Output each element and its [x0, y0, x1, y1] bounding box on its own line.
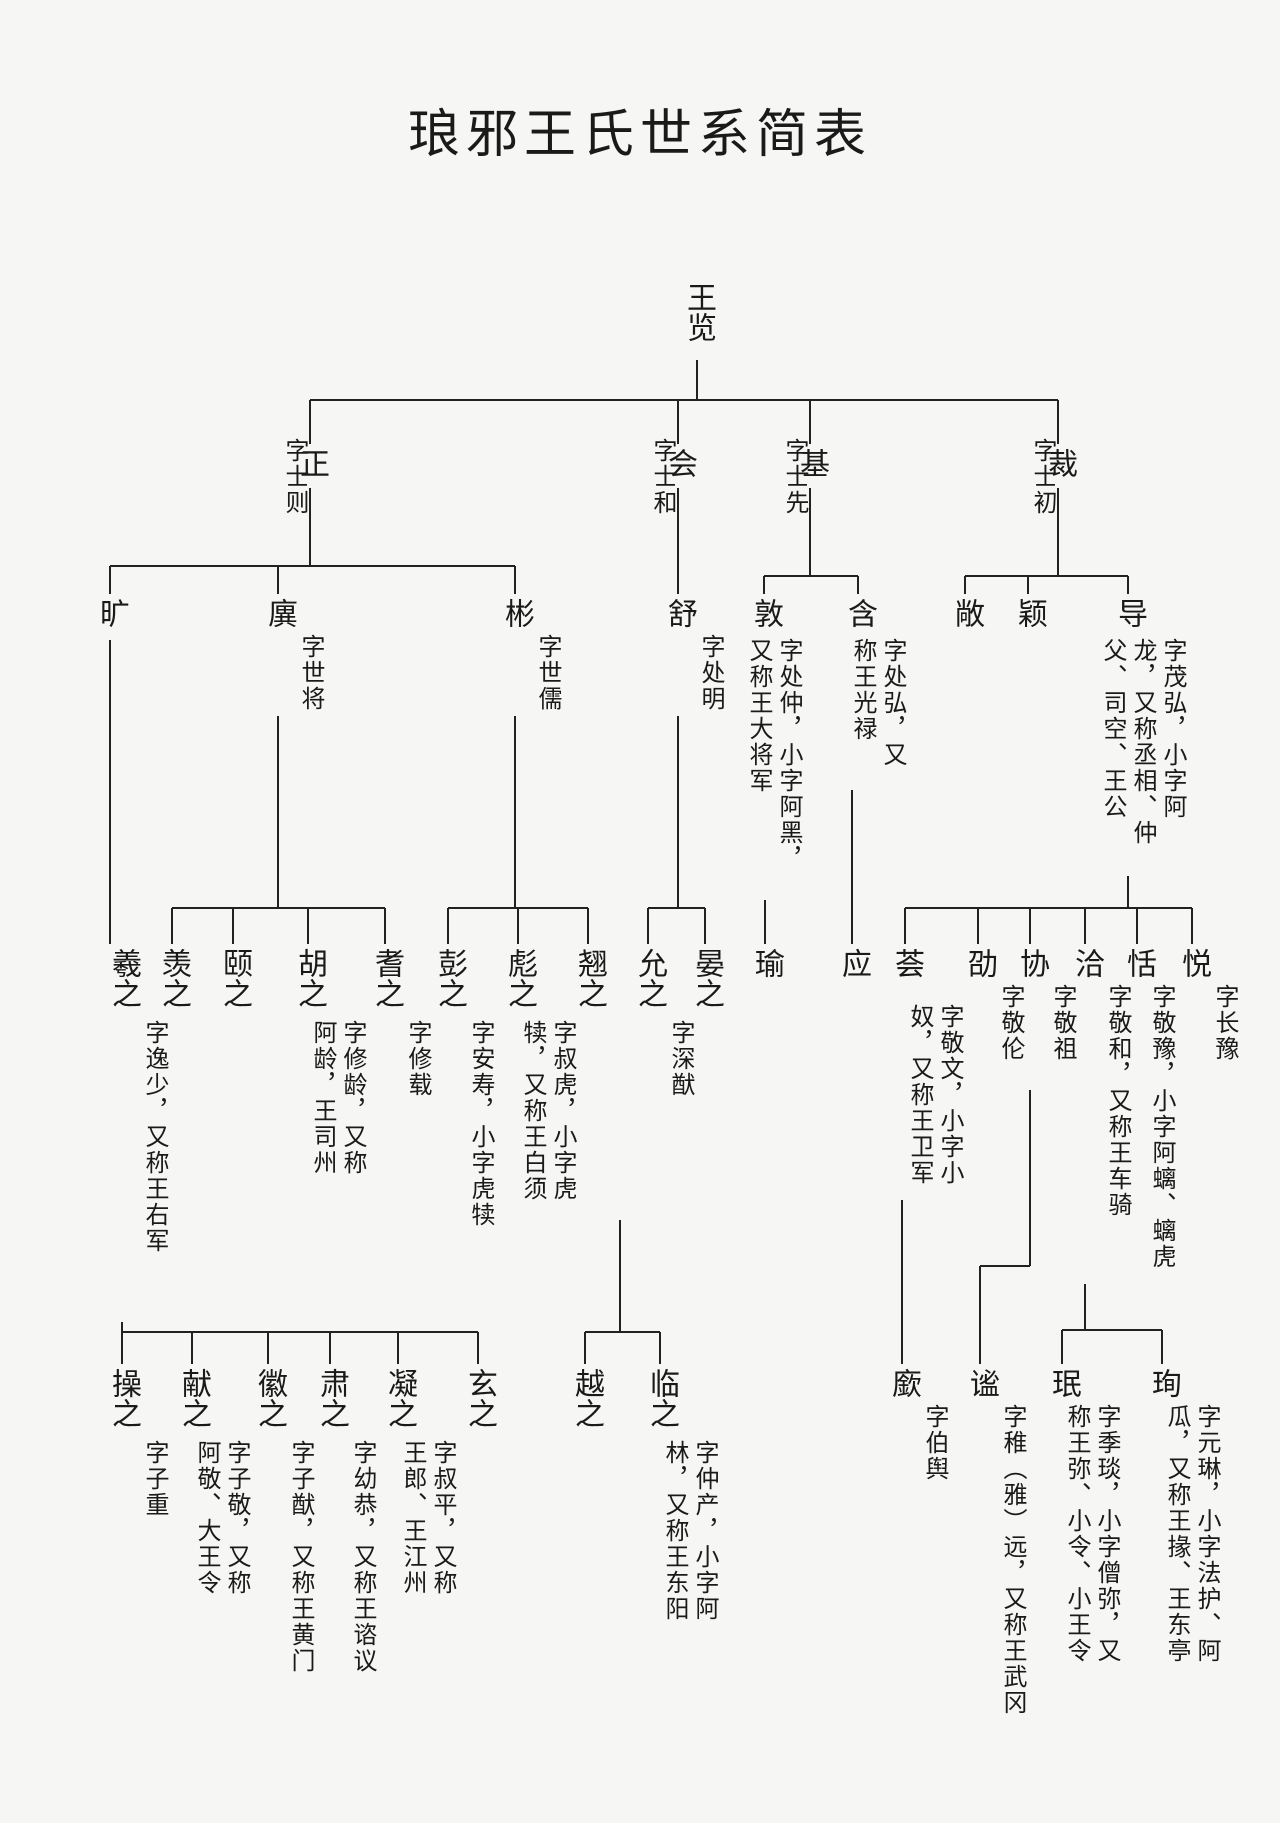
person-note-yi: 字世将 — [297, 634, 325, 712]
person-note-tian: 字敬豫，小字阿螭、螭虎 — [1148, 984, 1176, 1270]
person-note-yue2: 字长豫 — [1211, 984, 1239, 1062]
person-shu: 舒 — [662, 598, 697, 628]
person-note-caozhi: 字子重 — [141, 1440, 169, 1518]
person-suzhi: 肃之 — [314, 1368, 349, 1428]
person-chang: 敞 — [949, 598, 984, 628]
person-note-min: 字季琰，小字僧弥，又 称王弥、小令、小王令 — [1063, 1404, 1121, 1664]
person-hanzhi: 翘之 — [572, 948, 607, 1008]
person-ying: 颖 — [1012, 598, 1047, 628]
person-note-huizhi: 字子猷，又称王黄门 — [287, 1440, 315, 1674]
person-cai: 裁 — [1042, 448, 1077, 478]
person-caozhi: 操之 — [106, 1368, 141, 1428]
person-note-hui: 字士和 — [649, 438, 677, 516]
person-qia: 洽 — [1069, 948, 1104, 978]
person-note-xianzhi2: 字子敬，又称 阿敬、大王令 — [193, 1440, 251, 1596]
person-shao: 劭 — [962, 948, 997, 978]
person-biaozhi: 彪之 — [502, 948, 537, 1008]
person-note-mi: 字稚（雅）远，又称王武冈 — [999, 1404, 1027, 1716]
person-min: 珉 — [1046, 1368, 1081, 1398]
person-note-cai: 字士初 — [1029, 438, 1057, 516]
person-linzhi: 临之 — [644, 1368, 679, 1428]
person-pengzhi: 彭之 — [432, 948, 467, 1008]
person-yanzhi: 晏之 — [689, 948, 724, 1008]
person-xianzhi: 羡之 — [156, 948, 191, 1008]
person-huzhi: 胡之 — [292, 948, 327, 1008]
person-yue: 荟 — [889, 948, 924, 978]
person-note-shu: 字处明 — [697, 634, 725, 712]
person-note-zheng: 字士则 — [281, 438, 309, 516]
person-hui: 会 — [662, 448, 697, 478]
person-zheng: 正 — [294, 448, 329, 478]
person-yue2: 悦 — [1176, 948, 1211, 978]
person-note-qizhi: 字修载 — [404, 1020, 432, 1098]
person-kuang: 旷 — [94, 598, 129, 628]
person-note-ying3: 字伯舆 — [921, 1404, 949, 1482]
person-note-yunzhi: 字深猷 — [667, 1020, 695, 1098]
person-xianzhi2: 献之 — [176, 1368, 211, 1428]
person-note-ji: 字士先 — [781, 438, 809, 516]
person-note-suzhi: 字幼恭，又称王谘议 — [349, 1440, 377, 1674]
person-note-xun: 字元琳，小字法护、阿 瓜，又称王掾、王东亭 — [1163, 1404, 1221, 1664]
page-title: 琅邪王氏世系简表 — [407, 105, 872, 165]
person-yunzhi: 允之 — [632, 948, 667, 1008]
person-xuanzhi: 玄之 — [462, 1368, 497, 1428]
person-note-ningzhi: 字叔平，又称 王郎、王江州 — [399, 1440, 457, 1596]
person-dun: 敦 — [748, 598, 783, 628]
person-note-dun: 字处仲，小字阿黑， 又称王大将军 — [745, 638, 803, 872]
person-huizhi: 徽之 — [252, 1368, 287, 1428]
person-note-pengzhi: 字安寿，小字虎犊 — [467, 1020, 495, 1228]
person-note-biaozhi: 字叔虎，小字虎 犊，又称王白须 — [519, 1020, 577, 1202]
person-xizhi: 羲之 — [106, 948, 141, 1008]
person-note-huzhi: 字修龄，又称 阿龄，王司州 — [309, 1020, 367, 1176]
person-ji: 基 — [794, 448, 829, 478]
person-bin: 彬 — [499, 598, 534, 628]
person-yu: 瑜 — [749, 948, 784, 978]
person-yuezhi: 越之 — [569, 1368, 604, 1428]
person-mi: 谧 — [964, 1368, 999, 1398]
person-note-xie: 字敬祖 — [1049, 984, 1077, 1062]
person-note-yue: 字敬文，小字小 奴，又称王卫军 — [906, 1004, 964, 1186]
person-dao: 导 — [1112, 598, 1147, 628]
person-note-dao: 字茂弘，小字阿 龙，又称丞相、仲 父、司空、王公 — [1099, 638, 1187, 846]
person-han: 含 — [842, 598, 877, 628]
person-ningzhi: 凝之 — [382, 1368, 417, 1428]
person-qizhi: 耆之 — [369, 948, 404, 1008]
person-ying2: 应 — [836, 948, 871, 978]
person-note-qia: 字敬和，又称王车骑 — [1104, 984, 1132, 1218]
person-xie: 协 — [1014, 948, 1049, 978]
person-xun: 珣 — [1146, 1368, 1181, 1398]
person-tian: 恬 — [1121, 948, 1156, 978]
person-yi: 廙 — [262, 598, 297, 628]
person-note-xizhi: 字逸少，又称王右军 — [141, 1020, 169, 1254]
person-root: 王览 — [681, 282, 716, 342]
person-note-bin: 字世儒 — [534, 634, 562, 712]
person-ying3: 廞 — [886, 1368, 921, 1398]
person-yizhi: 颐之 — [217, 948, 252, 1008]
person-note-linzhi: 字仲产，小字阿 林，又称王东阳 — [661, 1440, 719, 1622]
person-note-han: 字处弘，又 称王光禄 — [849, 638, 907, 768]
person-note-shao: 字敬伦 — [997, 984, 1025, 1062]
